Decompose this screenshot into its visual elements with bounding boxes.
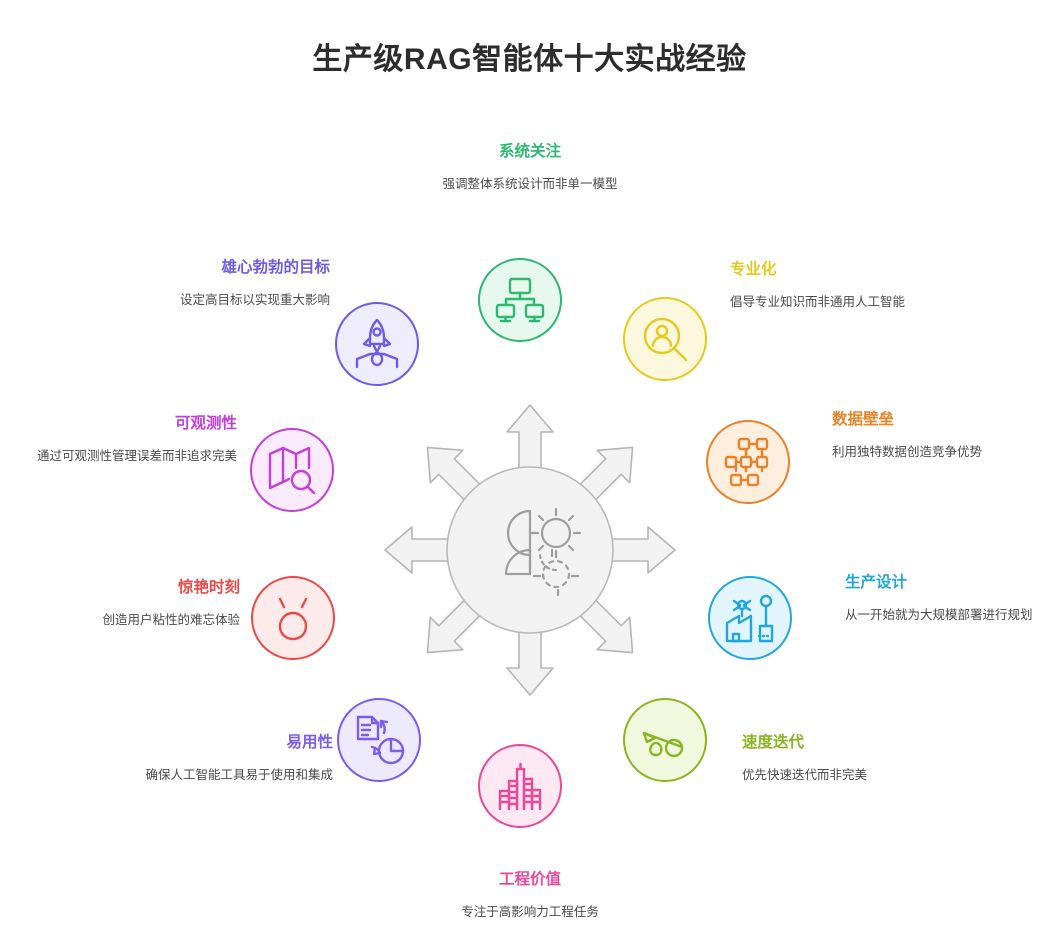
node-desc-speed-iteration: 优先快速迭代而非完美 bbox=[742, 768, 868, 783]
node-text-specialization: 专业化 倡导专业知识而非通用人工智能 bbox=[730, 260, 945, 313]
node-icon-speed-iteration[interactable] bbox=[623, 698, 707, 782]
map-search-icon bbox=[268, 446, 285, 490]
center-hub bbox=[380, 400, 680, 700]
node-desc-systems-focus: 强调整体系统设计而非单一模型 bbox=[442, 177, 618, 192]
rocket-launch-icon bbox=[368, 318, 386, 346]
node-icon-production-design[interactable] bbox=[708, 576, 792, 660]
node-title-observability: 可观测性 bbox=[174, 415, 237, 432]
sparkle-icon bbox=[278, 611, 308, 641]
node-desc-ambitious-goals: 设定高目标以实现重大影响 bbox=[179, 293, 330, 308]
node-icon-observability[interactable] bbox=[250, 428, 334, 512]
node-desc-data-moat: 利用独特数据创造竞争优势 bbox=[832, 445, 983, 460]
node-text-engineering-value: 工程价值 专注于高影响力工程任务 bbox=[405, 870, 655, 923]
node-icon-data-moat[interactable] bbox=[706, 420, 790, 504]
node-title-specialization: 专业化 bbox=[730, 261, 777, 278]
node-text-observability: 可观测性 通过可观测性管理误差而非追求完美 bbox=[22, 414, 237, 467]
node-title-data-moat: 数据壁垒 bbox=[832, 411, 895, 428]
node-text-speed-iteration: 速度迭代 优先快速迭代而非完美 bbox=[742, 733, 957, 786]
node-desc-usability: 确保人工智能工具易于使用和集成 bbox=[145, 768, 333, 783]
node-icon-specialization[interactable] bbox=[623, 297, 707, 381]
node-title-engineering-value: 工程价值 bbox=[498, 871, 561, 888]
node-title-systems-focus: 系统关注 bbox=[498, 143, 561, 160]
hub-arrows bbox=[384, 404, 676, 696]
node-desc-observability: 通过可观测性管理误差而非追求完美 bbox=[36, 449, 237, 464]
factory-icon bbox=[725, 614, 753, 643]
node-title-production-design: 生产设计 bbox=[845, 574, 908, 591]
node-title-wow-moment: 惊艳时刻 bbox=[177, 579, 240, 596]
node-text-production-design: 生产设计 从一开始就为大规模部署进行规划 bbox=[845, 573, 1059, 626]
node-title-usability: 易用性 bbox=[286, 734, 333, 751]
node-icon-usability[interactable] bbox=[337, 698, 421, 782]
ai-gear-icon bbox=[504, 507, 582, 597]
node-desc-specialization: 倡导专业知识而非通用人工智能 bbox=[730, 295, 906, 310]
node-text-systems-focus: 系统关注 强调整体系统设计而非单一模型 bbox=[405, 142, 655, 195]
node-icon-engineering-value[interactable] bbox=[478, 744, 562, 828]
node-icon-ambitious-goals[interactable] bbox=[335, 302, 419, 386]
network-monitors-icon bbox=[508, 277, 532, 295]
node-title-ambitious-goals: 雄心勃勃的目标 bbox=[221, 259, 330, 276]
doc-chart-exchange-icon bbox=[356, 715, 380, 741]
node-icon-systems-focus[interactable] bbox=[478, 258, 562, 342]
node-text-usability: 易用性 确保人工智能工具易于使用和集成 bbox=[118, 733, 333, 786]
expert-search-icon bbox=[643, 317, 681, 355]
node-title-speed-iteration: 速度迭代 bbox=[742, 734, 805, 751]
node-text-ambitious-goals: 雄心勃勃的目标 设定高目标以实现重大影响 bbox=[115, 258, 330, 311]
node-desc-wow-moment: 创造用户粘性的难忘体验 bbox=[102, 613, 240, 628]
data-nodes-icon bbox=[737, 437, 751, 451]
page-title: 生产级RAG智能体十大实战经验 bbox=[312, 43, 747, 76]
node-icon-wow-moment[interactable] bbox=[251, 576, 335, 660]
node-text-data-moat: 数据壁垒 利用独特数据创造竞争优势 bbox=[832, 410, 1047, 463]
node-desc-engineering-value: 专注于高影响力工程任务 bbox=[461, 905, 599, 920]
node-text-wow-moment: 惊艳时刻 创造用户粘性的难忘体验 bbox=[25, 578, 240, 631]
node-desc-production-design: 从一开始就为大规模部署进行规划 bbox=[845, 608, 1033, 623]
